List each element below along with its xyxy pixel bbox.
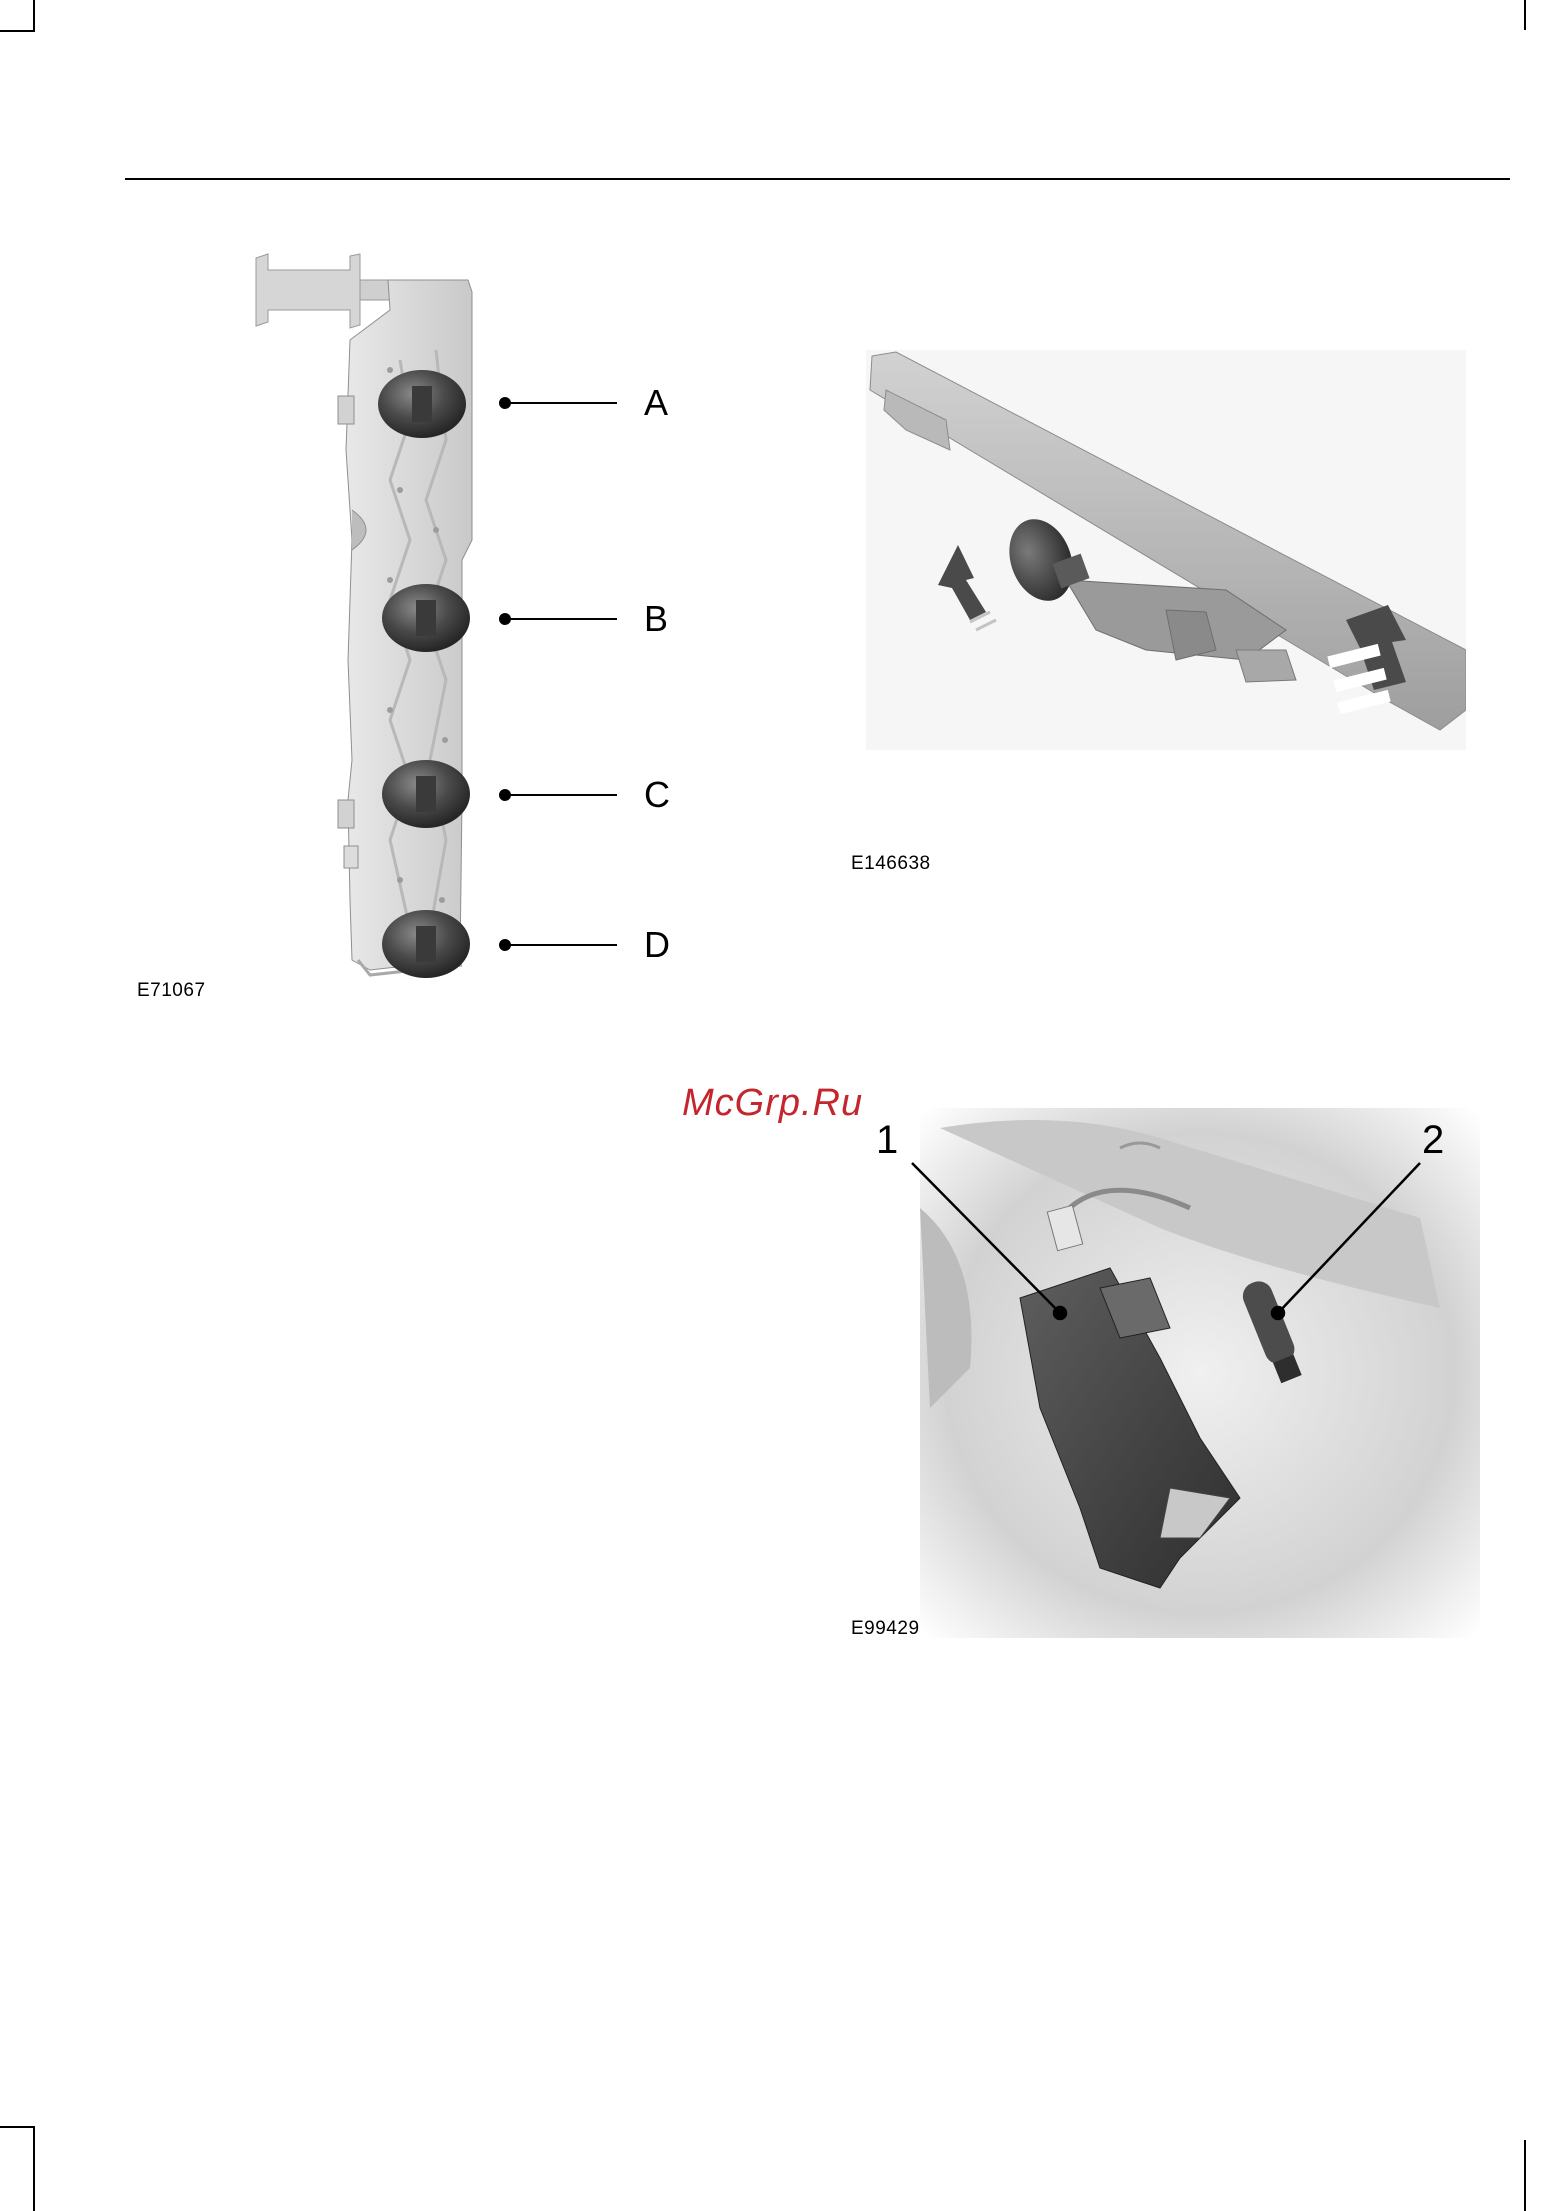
bulb-carrier-illustration bbox=[240, 240, 700, 980]
figure-code-e99429: E99429 bbox=[851, 1618, 920, 1640]
high-mount-lamp-figure bbox=[866, 350, 1466, 750]
bulb-d bbox=[382, 910, 470, 978]
lamp-housing-illustration bbox=[860, 1108, 1500, 1638]
crop-mark-top-left-h bbox=[0, 30, 35, 32]
crop-mark-top-right-v bbox=[1524, 0, 1526, 30]
crop-mark-bottom-left-h bbox=[0, 2126, 35, 2128]
figure-code-e71067: E71067 bbox=[137, 980, 206, 1002]
callout-label-2: 2 bbox=[1422, 1118, 1444, 1163]
header-rule bbox=[125, 178, 1510, 180]
bulb-carrier-figure: A B C D bbox=[240, 240, 700, 980]
callout-label-b: B bbox=[644, 598, 668, 640]
bulb-c bbox=[382, 760, 470, 828]
crop-mark-bottom-right-v bbox=[1524, 2140, 1526, 2211]
callout-label-a: A bbox=[644, 382, 668, 424]
high-mount-lamp-illustration bbox=[866, 350, 1466, 750]
crop-mark-bottom-left-v bbox=[33, 2126, 35, 2211]
callout-label-1: 1 bbox=[876, 1118, 898, 1163]
lamp-housing-figure: 1 2 bbox=[860, 1108, 1500, 1638]
watermark-text: McGrp.Ru bbox=[682, 1082, 863, 1125]
crop-mark-top-left-v bbox=[33, 0, 35, 30]
figure-code-e146638: E146638 bbox=[851, 853, 931, 875]
callout-label-d: D bbox=[644, 924, 670, 966]
bulb-b bbox=[382, 584, 470, 652]
bulb-a bbox=[378, 370, 466, 438]
callout-label-c: C bbox=[644, 774, 670, 816]
